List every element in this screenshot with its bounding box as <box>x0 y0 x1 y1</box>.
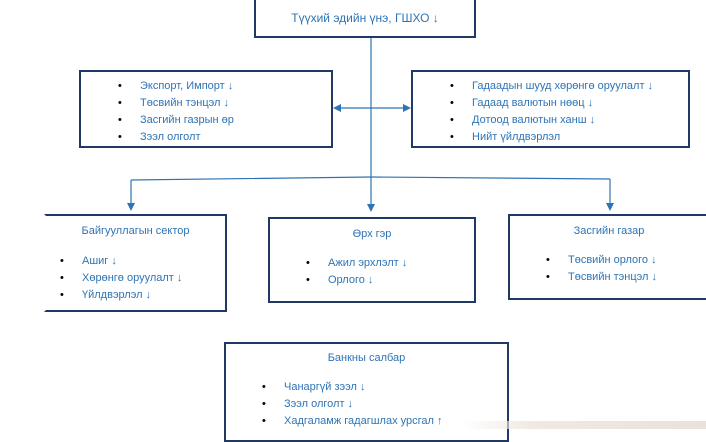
bank-sector-box: Банкны салбар Чанаргүй зээл ↓ Зээл олгол… <box>224 342 509 442</box>
macro-left-list: Экспорт, Импорт ↓ Төсвийн тэнцэл ↓ Засги… <box>118 78 234 146</box>
list-item: Ашиг ↓ <box>60 253 182 270</box>
connector-lines <box>127 37 614 212</box>
list-item: Зээл олголт ↓ <box>262 396 443 413</box>
macro-right-list: Гадаадын шууд хөрөнгө оруулалт ↓ Гадаад … <box>450 78 653 146</box>
business-sector-title: Байгууллагын сектор <box>81 225 190 237</box>
macro-right-box: Гадаадын шууд хөрөнгө оруулалт ↓ Гадаад … <box>411 70 690 148</box>
business-sector-list: Ашиг ↓ Хөрөнгө оруулалт ↓ Үйлдвэрлэл ↓ <box>60 253 182 304</box>
list-item: Хадгаламж гадагшлах урсгал ↑ <box>262 413 443 430</box>
household-list: Ажил эрхлэлт ↓ Орлого ↓ <box>306 255 407 289</box>
list-item: Нийт үйлдвэрлэл <box>450 129 653 146</box>
household-box: Өрх гэр Ажил эрхлэлт ↓ Орлого ↓ <box>268 217 476 303</box>
business-sector-box: Байгууллагын сектор Ашиг ↓ Хөрөнгө оруул… <box>44 214 227 312</box>
top-box: Түүхий эдийн үнэ, ГШХО ↓ <box>254 0 476 38</box>
list-item: Төсвийн тэнцэл ↓ <box>118 95 234 112</box>
branch-line <box>130 176 611 181</box>
list-item: Төсвийн орлого ↓ <box>546 252 657 269</box>
bank-sector-title: Банкны салбар <box>327 352 406 364</box>
list-item: Үйлдвэрлэл ↓ <box>60 287 182 304</box>
list-item: Зээл олголт <box>118 129 234 146</box>
government-list: Төсвийн орлого ↓ Төсвийн тэнцэл ↓ <box>546 252 657 286</box>
top-title: Түүхий эдийн үнэ, ГШХО ↓ <box>291 11 439 25</box>
list-item: Ажил эрхлэлт ↓ <box>306 255 407 272</box>
list-item: Орлого ↓ <box>306 272 407 289</box>
list-item: Гадаадын шууд хөрөнгө оруулалт ↓ <box>450 78 653 95</box>
government-box: Засгийн газар Төсвийн орлого ↓ Төсвийн т… <box>508 214 706 300</box>
list-item: Чанаргүй зээл ↓ <box>262 379 443 396</box>
bank-sector-list: Чанаргүй зээл ↓ Зээл олголт ↓ Хадгаламж … <box>262 379 443 430</box>
household-title: Өрх гэр <box>352 228 392 240</box>
list-item: Төсвийн тэнцэл ↓ <box>546 269 657 286</box>
list-item: Гадаад валютын нөөц ↓ <box>450 95 653 112</box>
list-item: Хөрөнгө оруулалт ↓ <box>60 270 182 287</box>
list-item: Засгийн газрын өр <box>118 112 234 129</box>
page-edge-shade <box>462 421 706 429</box>
government-title: Засгийн газар <box>573 225 645 237</box>
list-item: Дотоод валютын ханш ↓ <box>450 112 653 129</box>
macro-left-box: Экспорт, Импорт ↓ Төсвийн тэнцэл ↓ Засги… <box>79 70 333 148</box>
list-item: Экспорт, Импорт ↓ <box>118 78 234 95</box>
